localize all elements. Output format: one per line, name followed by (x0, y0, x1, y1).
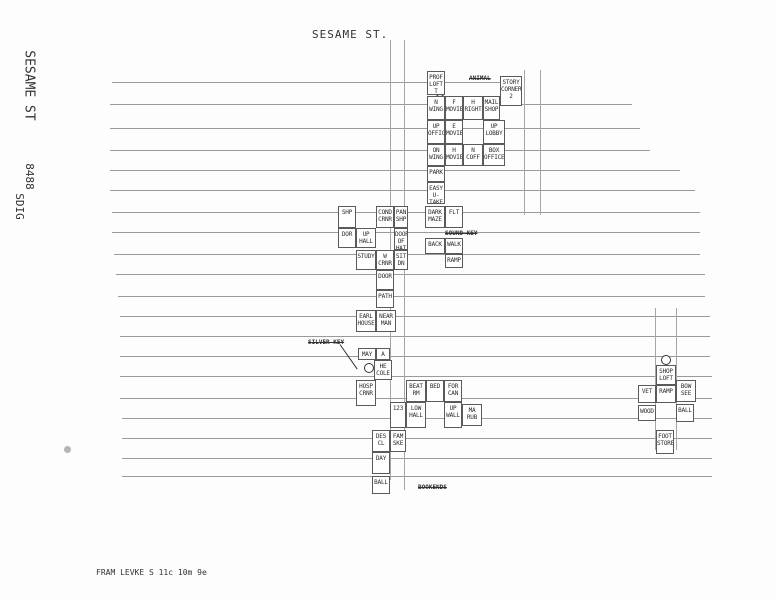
grid-vertical-line (676, 308, 677, 450)
item-bookends: BOOKENDS (418, 484, 447, 491)
grid-horizontal-line (122, 438, 712, 439)
item-silver-key: SILVER KEY (308, 339, 345, 346)
circle-marker (364, 363, 374, 373)
grid-horizontal-line (120, 316, 710, 317)
grid-horizontal-line (110, 170, 680, 171)
grid-horizontal-line (118, 296, 705, 297)
grid-horizontal-line (110, 128, 640, 129)
room-cell: STUDY (356, 250, 376, 270)
grid-horizontal-line (122, 476, 712, 477)
grid-horizontal-line (112, 82, 520, 83)
grid-vertical-line (524, 70, 525, 215)
room-cell: BALL (676, 404, 694, 422)
grid-horizontal-line (120, 376, 712, 377)
room-cell: RAMP (445, 254, 463, 268)
item-animal: ANIMAL (469, 75, 491, 82)
room-cell: DOOR (376, 270, 394, 290)
room-cell: RAMP (656, 385, 676, 403)
grid-horizontal-line (122, 458, 712, 459)
side-title: SESAME ST (21, 50, 37, 121)
grid-horizontal-line (120, 336, 710, 337)
room-cell: DAY (372, 452, 390, 474)
grid-horizontal-line (116, 274, 705, 275)
grid-horizontal-line (110, 150, 650, 151)
room-cell: BED (426, 380, 444, 402)
room-cell: PATH (376, 290, 394, 308)
room-cell: FLT (445, 206, 463, 228)
room-cell: A (376, 348, 390, 360)
room-cell: PARK (427, 166, 445, 182)
room-cell: 123 (390, 402, 406, 428)
room-cell: BACK (425, 238, 445, 254)
ink-dot (64, 446, 71, 453)
grid-horizontal-line (120, 356, 710, 357)
footer-note: FRAM LEVKE S 11c 10m 9e (96, 568, 207, 577)
room-cell: WOOD (638, 405, 656, 421)
grid-horizontal-line (110, 104, 632, 105)
item-sound-key: SOUND KEY (445, 230, 478, 237)
grid-horizontal-line (110, 190, 695, 191)
grid-vertical-line (655, 308, 656, 450)
room-cell: MAY (358, 348, 376, 360)
side-code: 8488 (22, 163, 36, 190)
room-cell: SHP (338, 206, 356, 228)
room-cell: VET (638, 385, 656, 403)
map-title: SESAME ST. (312, 28, 389, 41)
circle-marker (661, 355, 671, 365)
room-cell: WALK (445, 238, 463, 254)
grid-vertical-line (540, 70, 541, 215)
side-sub: SDIG (12, 193, 26, 220)
room-cell: DOR (338, 228, 356, 248)
room-cell: BALL (372, 476, 390, 494)
